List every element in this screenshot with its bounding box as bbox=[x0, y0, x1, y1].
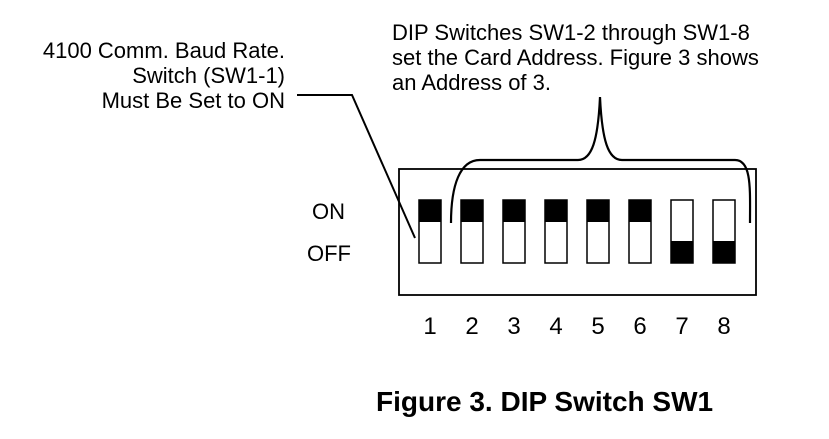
dip-switch-1[interactable] bbox=[418, 199, 442, 264]
baud-rate-note-line-2: Switch (SW1-1) bbox=[132, 63, 285, 88]
address-note-line-2: set the Card Address. Figure 3 shows bbox=[392, 45, 759, 70]
switch-housing bbox=[398, 168, 757, 296]
baud-rate-note-line-1: 4100 Comm. Baud Rate. bbox=[42, 38, 285, 63]
on-label: ON bbox=[312, 199, 345, 224]
address-note-line-3: an Address of 3. bbox=[392, 70, 551, 95]
switch-number-1: 1 bbox=[423, 313, 436, 340]
switch-number-8: 8 bbox=[717, 313, 730, 340]
address-note-line-1: DIP Switches SW1-2 through SW1-8 bbox=[392, 20, 750, 45]
switch-actuator-on bbox=[587, 200, 609, 222]
switch-number-2: 2 bbox=[465, 313, 478, 340]
dip-switch-6[interactable] bbox=[628, 199, 652, 264]
switch-actuator-on bbox=[419, 200, 441, 222]
figure-caption: Figure 3. DIP Switch SW1 bbox=[376, 386, 714, 417]
switch-actuator-off bbox=[713, 241, 735, 263]
switch-actuator-on bbox=[629, 200, 651, 222]
dip-switch-3[interactable] bbox=[502, 199, 526, 264]
switch-actuator-on bbox=[545, 200, 567, 222]
baud-rate-note-line-3: Must Be Set to ON bbox=[101, 88, 285, 113]
switch-actuator-on bbox=[461, 200, 483, 222]
switch-actuator-off bbox=[671, 241, 693, 263]
dip-switch-5[interactable] bbox=[586, 199, 610, 264]
switch-group bbox=[418, 199, 736, 264]
switch-number-3: 3 bbox=[507, 313, 520, 340]
address-brace bbox=[449, 96, 752, 224]
dip-switch-4[interactable] bbox=[544, 199, 568, 264]
switch-number-5: 5 bbox=[591, 313, 604, 340]
leader-line bbox=[297, 94, 416, 239]
switch-actuator-on bbox=[503, 200, 525, 222]
dip-switch-8[interactable] bbox=[712, 199, 736, 264]
dip-switch-7[interactable] bbox=[670, 199, 694, 264]
switch-number-7: 7 bbox=[675, 313, 688, 340]
dip-switch-2[interactable] bbox=[460, 199, 484, 264]
switch-number-group: 1 2 3 4 5 6 7 8 bbox=[423, 313, 730, 340]
baud-rate-note: 4100 Comm. Baud Rate. Switch (SW1-1) Mus… bbox=[43, 38, 285, 113]
switch-number-6: 6 bbox=[633, 313, 646, 340]
switch-number-4: 4 bbox=[549, 313, 562, 340]
off-label: OFF bbox=[307, 241, 351, 266]
address-note: DIP Switches SW1-2 through SW1-8 set the… bbox=[392, 20, 759, 95]
